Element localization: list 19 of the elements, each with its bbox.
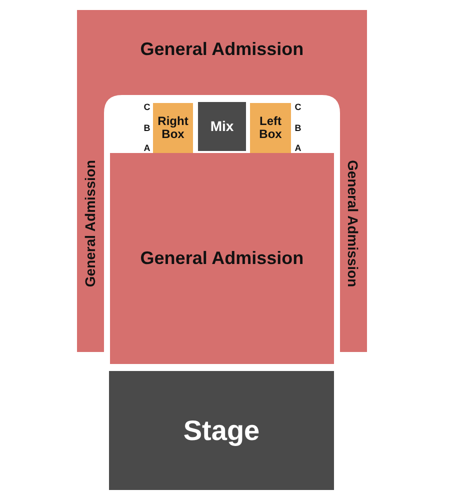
section-label: General Admission [82,160,98,288]
section-label: Right Box [156,115,190,141]
section-label: General Admission [139,40,305,59]
mix-booth [198,102,246,151]
row-letter: A [294,143,302,153]
section-label: Mix [210,119,234,134]
stage [109,371,334,490]
row-letter: C [142,102,152,112]
seating-box [153,103,193,153]
row-letter: C [294,102,302,112]
section-label: Stage [183,416,260,446]
row-letter: A [142,143,152,153]
row-letter: B [142,123,152,133]
section-label: General Admission [345,160,361,288]
section-label: Left Box [258,115,283,141]
section-label: General Admission [140,249,304,268]
seating-box [250,103,291,153]
seating-section [110,153,334,364]
row-letter: B [294,123,302,133]
